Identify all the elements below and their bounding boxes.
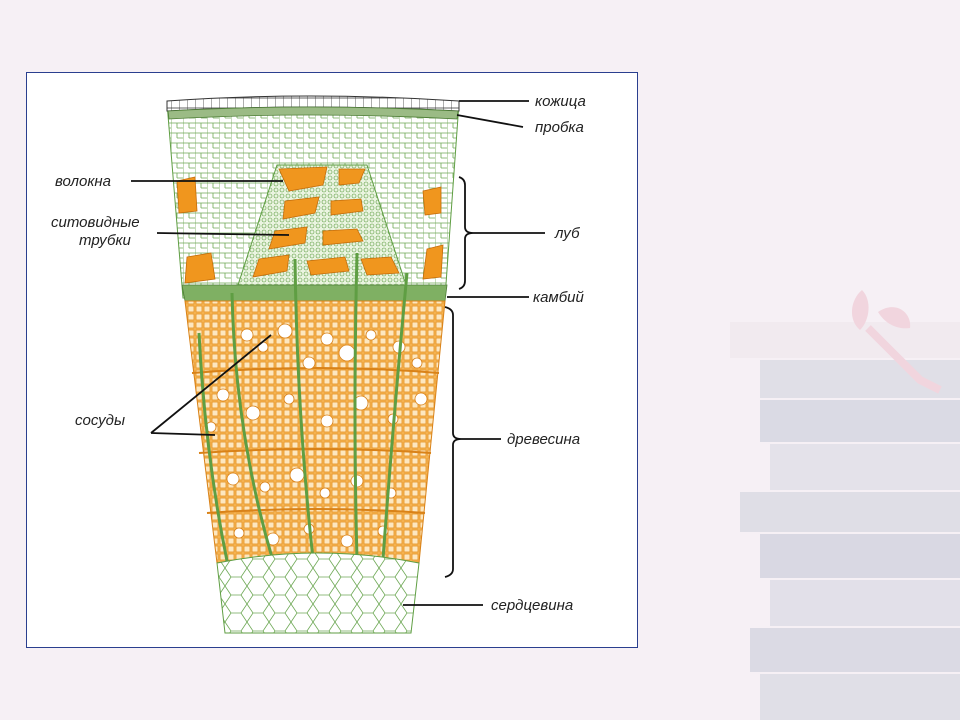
- ribbon-bow-right: [878, 307, 911, 329]
- book-2: [760, 400, 960, 442]
- book-1: [760, 360, 960, 398]
- book-4: [740, 492, 960, 532]
- medullary-rays: [197, 252, 409, 562]
- book-7: [750, 628, 960, 672]
- label-kambiy: камбий: [533, 289, 584, 306]
- stem-cross-section-diagram: кожица пробка волокна ситовидные трубки …: [51, 93, 586, 634]
- label-serdtsevina: сердцевина: [491, 597, 573, 614]
- book-top: [730, 322, 960, 358]
- book-8: [760, 674, 960, 720]
- label-kozhitsa: кожица: [535, 93, 586, 110]
- phloem-fibers: [176, 166, 444, 284]
- leader-probka: [456, 114, 524, 128]
- bracket-drevesina: [444, 306, 462, 578]
- ribbon-bow-left: [851, 290, 869, 330]
- leader-sitovidnye: [156, 232, 290, 236]
- book-3: [770, 444, 960, 490]
- label-volokna: волокна: [55, 173, 111, 190]
- label-sitovidnye-line1: ситовидные: [51, 214, 140, 231]
- books-decoration: [730, 290, 960, 720]
- growth-ring-lines: [191, 367, 440, 514]
- label-drevesina: древесина: [507, 431, 580, 448]
- bracket-lub: [458, 176, 474, 290]
- pith-region: [216, 552, 420, 634]
- label-probka: пробка: [535, 119, 584, 136]
- book-5: [760, 534, 960, 578]
- wood-region: [184, 300, 446, 564]
- label-sitovidnye-line2: трубки: [79, 232, 132, 249]
- leader-sosudy-1: [150, 334, 272, 434]
- ribbon-tail: [865, 325, 942, 394]
- label-sosudy: сосуды: [75, 412, 125, 429]
- leader-lines: [131, 100, 545, 606]
- diagram-frame: кожица пробка волокна ситовидные трубки …: [26, 72, 638, 648]
- cambium-band: [181, 284, 448, 302]
- book-6: [770, 580, 960, 626]
- label-lub: луб: [554, 225, 580, 242]
- leader-sosudy-2: [150, 432, 216, 436]
- vessels: [205, 323, 428, 548]
